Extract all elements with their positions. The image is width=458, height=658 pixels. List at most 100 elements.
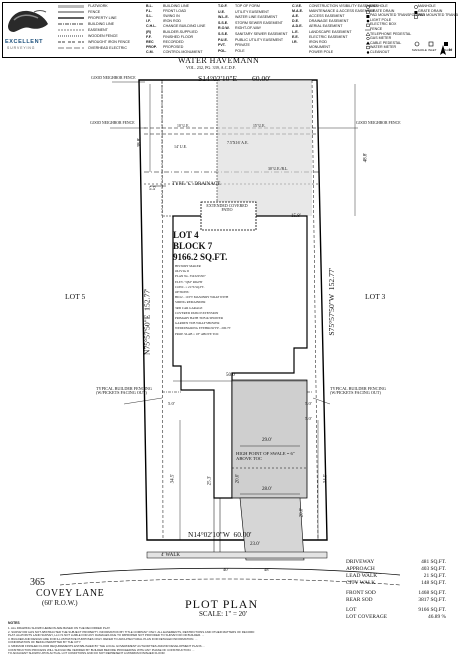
legend-abbr: E.E.: [292, 34, 299, 39]
bearing-left: N75°57'50"E 152.77': [142, 289, 151, 355]
legend-label: TELEPHONE PEDESTAL: [370, 31, 412, 36]
area-value: 403 SQ.FT.: [421, 566, 446, 572]
notes-heading: NOTES: [8, 621, 20, 625]
bearing-right-text: S75°57'50"W: [327, 293, 337, 336]
area-label: REAR SOD: [346, 597, 373, 603]
lot-info-line: CONC. = 2176 SQ.FT.: [175, 284, 205, 289]
legend-abbr: D.E.: [292, 19, 299, 24]
lot-info-line: PROP. SLAB = 18" ABOVE TOC: [175, 331, 219, 336]
area-label: LOT: [346, 607, 357, 613]
lot-info-line: OLIVIA II: [175, 269, 189, 274]
bearing-bottom-text: N14°02'10"W: [188, 530, 230, 539]
bearing-bottom: N14°02'10"W 60.00': [188, 531, 251, 538]
lot-right-label: LOT 3: [365, 292, 386, 301]
legend-abbr: C.V.E.: [292, 4, 303, 8]
lot-info-line: HISTORY MAKER: [175, 264, 201, 268]
area-label: LOT COVERAGE: [346, 614, 388, 620]
legend-label: CABLE PEDESTAL: [370, 40, 402, 45]
lot-info-line: SIDING REMAINDER: [175, 300, 206, 305]
area-value: 148 SQ.FT.: [421, 580, 446, 586]
legend-label: ELECTRIC BOX: [370, 22, 397, 27]
good-neighbor-fence-right: GOOD NEIGHBOR FENCE: [356, 121, 401, 125]
legend-abbr: PVT.: [218, 43, 226, 48]
dim-20-b: 20.0': [299, 507, 305, 518]
high-point-note: HIGH POINT OF SWALE = 6" ABOVE TOC: [236, 451, 295, 461]
note-line: 4. MINIMUM FINISHED FLOOR REQUIREMENTS E…: [8, 644, 205, 648]
legend-label: PAD MOUNTED TRANSFORMER: [418, 13, 458, 18]
legend-abbr: S.L.: [146, 14, 153, 19]
lot-info-line: WEDDINGRING EYEBROW FP - 200.75': [175, 326, 231, 331]
block-number: BLOCK 7: [173, 241, 213, 251]
legend-label: FINISHED FLOOR: [163, 34, 194, 39]
legend-abbr: S.S.E.: [218, 20, 229, 25]
lot-left-label: LOT 5: [65, 292, 86, 301]
area-value: 3817 SQ.FT.: [418, 597, 446, 603]
legend-abbr: W.L.E.: [218, 15, 229, 20]
house-number: 365: [30, 577, 45, 588]
legend-label: GRATE DRAIN: [418, 8, 443, 13]
distance-bottom: 60.00': [233, 530, 252, 539]
legend-abbr: F.F.: [146, 34, 152, 39]
legend-label: TOP OF FORM: [235, 4, 260, 8]
legend-label: FLATWORK: [88, 4, 108, 8]
dim-50: 50.0': [226, 373, 236, 378]
legend-label: PAD MOUNTED TRANSFORMER: [370, 13, 425, 18]
legend-abbr: F.L.: [146, 9, 152, 14]
legend-abbr: C.H.L.: [146, 24, 157, 29]
good-neighbor-fence-left: GOOD NEIGHBOR FENCE: [90, 121, 135, 125]
lot-info-line: PRIMARY BATH TUB & SHOWER: [175, 316, 223, 321]
side-5-left: 5.0': [168, 401, 175, 406]
legend-label: WATER LINE EASEMENT: [235, 15, 278, 20]
ue-label-1: 10' U.E.: [177, 124, 190, 128]
setback-15-8: 15.8': [291, 214, 301, 219]
drainage-label: TYPE "C" DRAINAGE: [172, 182, 221, 187]
area-row: REAR SOD 3817 SQ.FT.: [346, 597, 446, 603]
legend-inlet-label: INLET: [428, 48, 437, 52]
legend-label: WATER METER: [370, 45, 397, 50]
typical-fence-right: TYPICAL BUILDER FENCING (W/PICKETS FACIN…: [330, 386, 386, 396]
ue-label-3: 14' U.E.: [174, 144, 188, 149]
side-5-right-2: 5.0': [305, 416, 312, 421]
legend-abbr: A.E.: [292, 14, 299, 19]
lot-area: 9166.2 SQ.FT.: [173, 252, 228, 262]
lot-info-line: OPTIONS:: [175, 290, 190, 295]
legend-symbols-right: [412, 4, 420, 32]
area-value: 481 SQ.FT.: [421, 559, 446, 565]
distance-top: 60.00': [252, 74, 271, 83]
legend-label: EASEMENT: [88, 28, 108, 32]
legend-label: SWING IN: [163, 14, 180, 19]
legend-symbols: [364, 4, 372, 56]
legend-abbr: C.M.: [146, 49, 154, 54]
area-label: LEAD WALK: [346, 573, 378, 579]
legend-abbr: REC: [146, 39, 154, 44]
area-label: FRONT SOD: [346, 590, 376, 596]
legend-label: UTILITY EASEMENT: [235, 9, 270, 14]
legend-label: MONUMENT: [309, 44, 331, 49]
legend-abbr: A.D.E.: [292, 24, 303, 29]
dim-23: 23.0': [250, 542, 260, 547]
logo-subtext: S U R V E Y I N G: [7, 46, 35, 50]
legend-label: FENCE: [370, 27, 383, 31]
lot-info-line: PLAN No. 3543225307: [175, 274, 206, 279]
bearing-right: S75°57'50"W 152.77': [327, 268, 337, 336]
legend-label: LANDSCAPE EASEMENT: [309, 29, 352, 34]
legend-line-styles: [56, 4, 146, 56]
legend-abbr: M.A.E.: [292, 9, 303, 14]
legend-label: PRIVATE: [235, 43, 250, 48]
plot-plan-title: PLOT PLAN: [185, 597, 259, 611]
legend-label: IRON ROD: [309, 39, 327, 44]
dim-29: 29.0': [262, 438, 272, 443]
legend-label: WROUGHT IRON FENCE: [88, 40, 131, 44]
legend-label: ACCESS EASEMENT: [309, 14, 345, 19]
legend-label: MAINTENANCE & ACCESS EASEMENT: [309, 9, 375, 14]
legend-label: FENCE: [88, 10, 101, 14]
area-label: DRIVEWAY: [346, 559, 375, 565]
plot-plan-scale: SCALE: 1" = 20': [199, 610, 247, 618]
